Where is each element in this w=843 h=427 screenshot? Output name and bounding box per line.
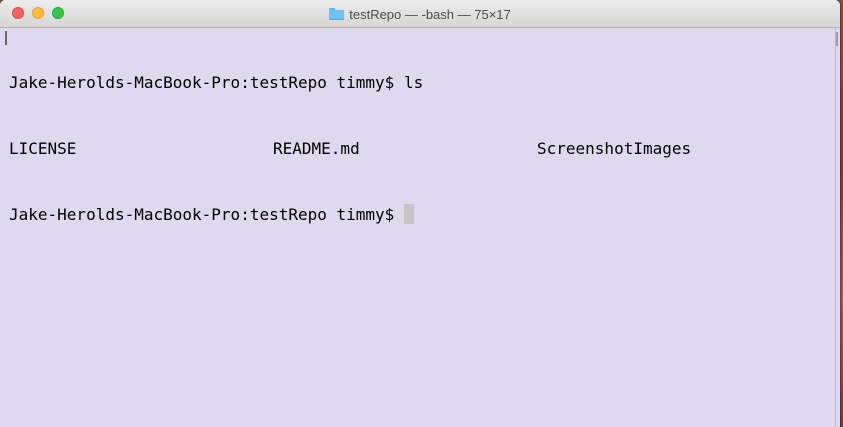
scrollbar-thumb[interactable]	[836, 32, 838, 46]
scrollbar-track[interactable]	[835, 28, 840, 427]
folder-icon	[329, 8, 345, 20]
terminal-line-command: Jake-Herolds-MacBook-Pro:testRepo timmy$…	[9, 72, 691, 94]
zoom-window-button[interactable]	[52, 7, 64, 19]
ls-entry-license: LICENSE	[9, 139, 77, 158]
ls-entry-screenshotimages: ScreenshotImages	[537, 139, 692, 158]
ls-entry-readme: README.md	[273, 139, 360, 158]
ls-output-line: LICENSE README.md ScreenshotImages	[9, 138, 691, 160]
line-marker	[5, 31, 7, 45]
shell-prompt: Jake-Herolds-MacBook-Pro:testRepo timmy$	[9, 73, 404, 92]
terminal-line-prompt: Jake-Herolds-MacBook-Pro:testRepo timmy$	[9, 204, 691, 226]
text-cursor	[403, 204, 414, 224]
typed-command: ls	[403, 73, 424, 92]
close-window-button[interactable]	[12, 7, 24, 19]
terminal-content-area[interactable]: Jake-Herolds-MacBook-Pro:testRepo timmy$…	[0, 28, 840, 427]
shell-prompt: Jake-Herolds-MacBook-Pro:testRepo timmy$	[9, 205, 404, 224]
title-bar[interactable]: testRepo — -bash — 75×17	[0, 0, 840, 28]
window-title: testRepo — -bash — 75×17	[349, 6, 511, 22]
minimize-window-button[interactable]	[32, 7, 44, 19]
window-title-group: testRepo — -bash — 75×17	[0, 0, 840, 28]
